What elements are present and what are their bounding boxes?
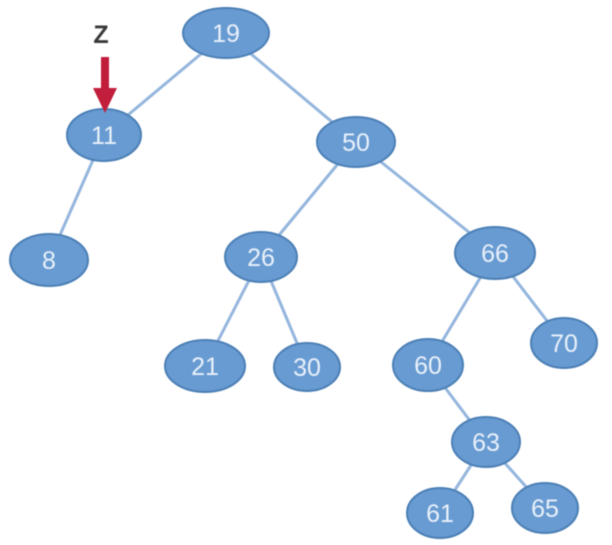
tree-nodes-layer: 19 11 50 8 26 66 21 30 60 70 63 61 65 [9,7,598,539]
tree-node-ellipse-26 [224,231,298,283]
z-pointer-label: Z [93,21,108,49]
tree-node-ellipse-63 [451,416,521,468]
tree-node-66: 66 [454,226,536,280]
tree-node-label-8: 8 [42,247,56,275]
tree-node-30: 30 [273,342,341,392]
tree-node-label-19: 19 [212,20,240,48]
tree-node-70: 70 [530,317,598,369]
tree-node-50: 50 [316,116,396,168]
tree-node-label-60: 60 [414,352,442,380]
z-pointer-annotation: Z [93,21,117,113]
tree-node-ellipse-8 [9,233,89,287]
tree-node-ellipse-19 [182,7,270,59]
tree-node-63: 63 [451,416,521,468]
tree-node-19: 19 [182,7,270,59]
tree-node-ellipse-61 [406,487,474,539]
tree-node-label-11: 11 [91,122,117,150]
tree-node-ellipse-65 [511,482,579,534]
tree-node-label-26: 26 [247,244,275,272]
tree-node-label-30: 30 [293,354,321,382]
tree-node-label-70: 70 [550,330,578,358]
tree-node-11: 11 [66,108,142,162]
tree-node-ellipse-60 [392,338,464,392]
tree-node-label-63: 63 [472,429,500,457]
tree-node-ellipse-66 [454,226,536,280]
tree-node-label-61: 61 [426,500,454,528]
tree-node-ellipse-30 [273,342,341,392]
tree-node-ellipse-70 [530,317,598,369]
tree-node-21: 21 [164,339,246,393]
tree-node-label-65: 65 [531,495,559,523]
tree-node-label-50: 50 [342,129,370,157]
tree-node-60: 60 [392,338,464,392]
tree-node-26: 26 [224,231,298,283]
tree-node-65: 65 [511,482,579,534]
tree-node-ellipse-21 [164,339,246,393]
tree-node-label-66: 66 [481,240,509,268]
z-pointer-down-arrow-icon [93,57,117,113]
tree-node-ellipse-50 [316,116,396,168]
tree-node-8: 8 [9,233,89,287]
tree-node-label-21: 21 [191,353,219,381]
tree-node-61: 61 [406,487,474,539]
